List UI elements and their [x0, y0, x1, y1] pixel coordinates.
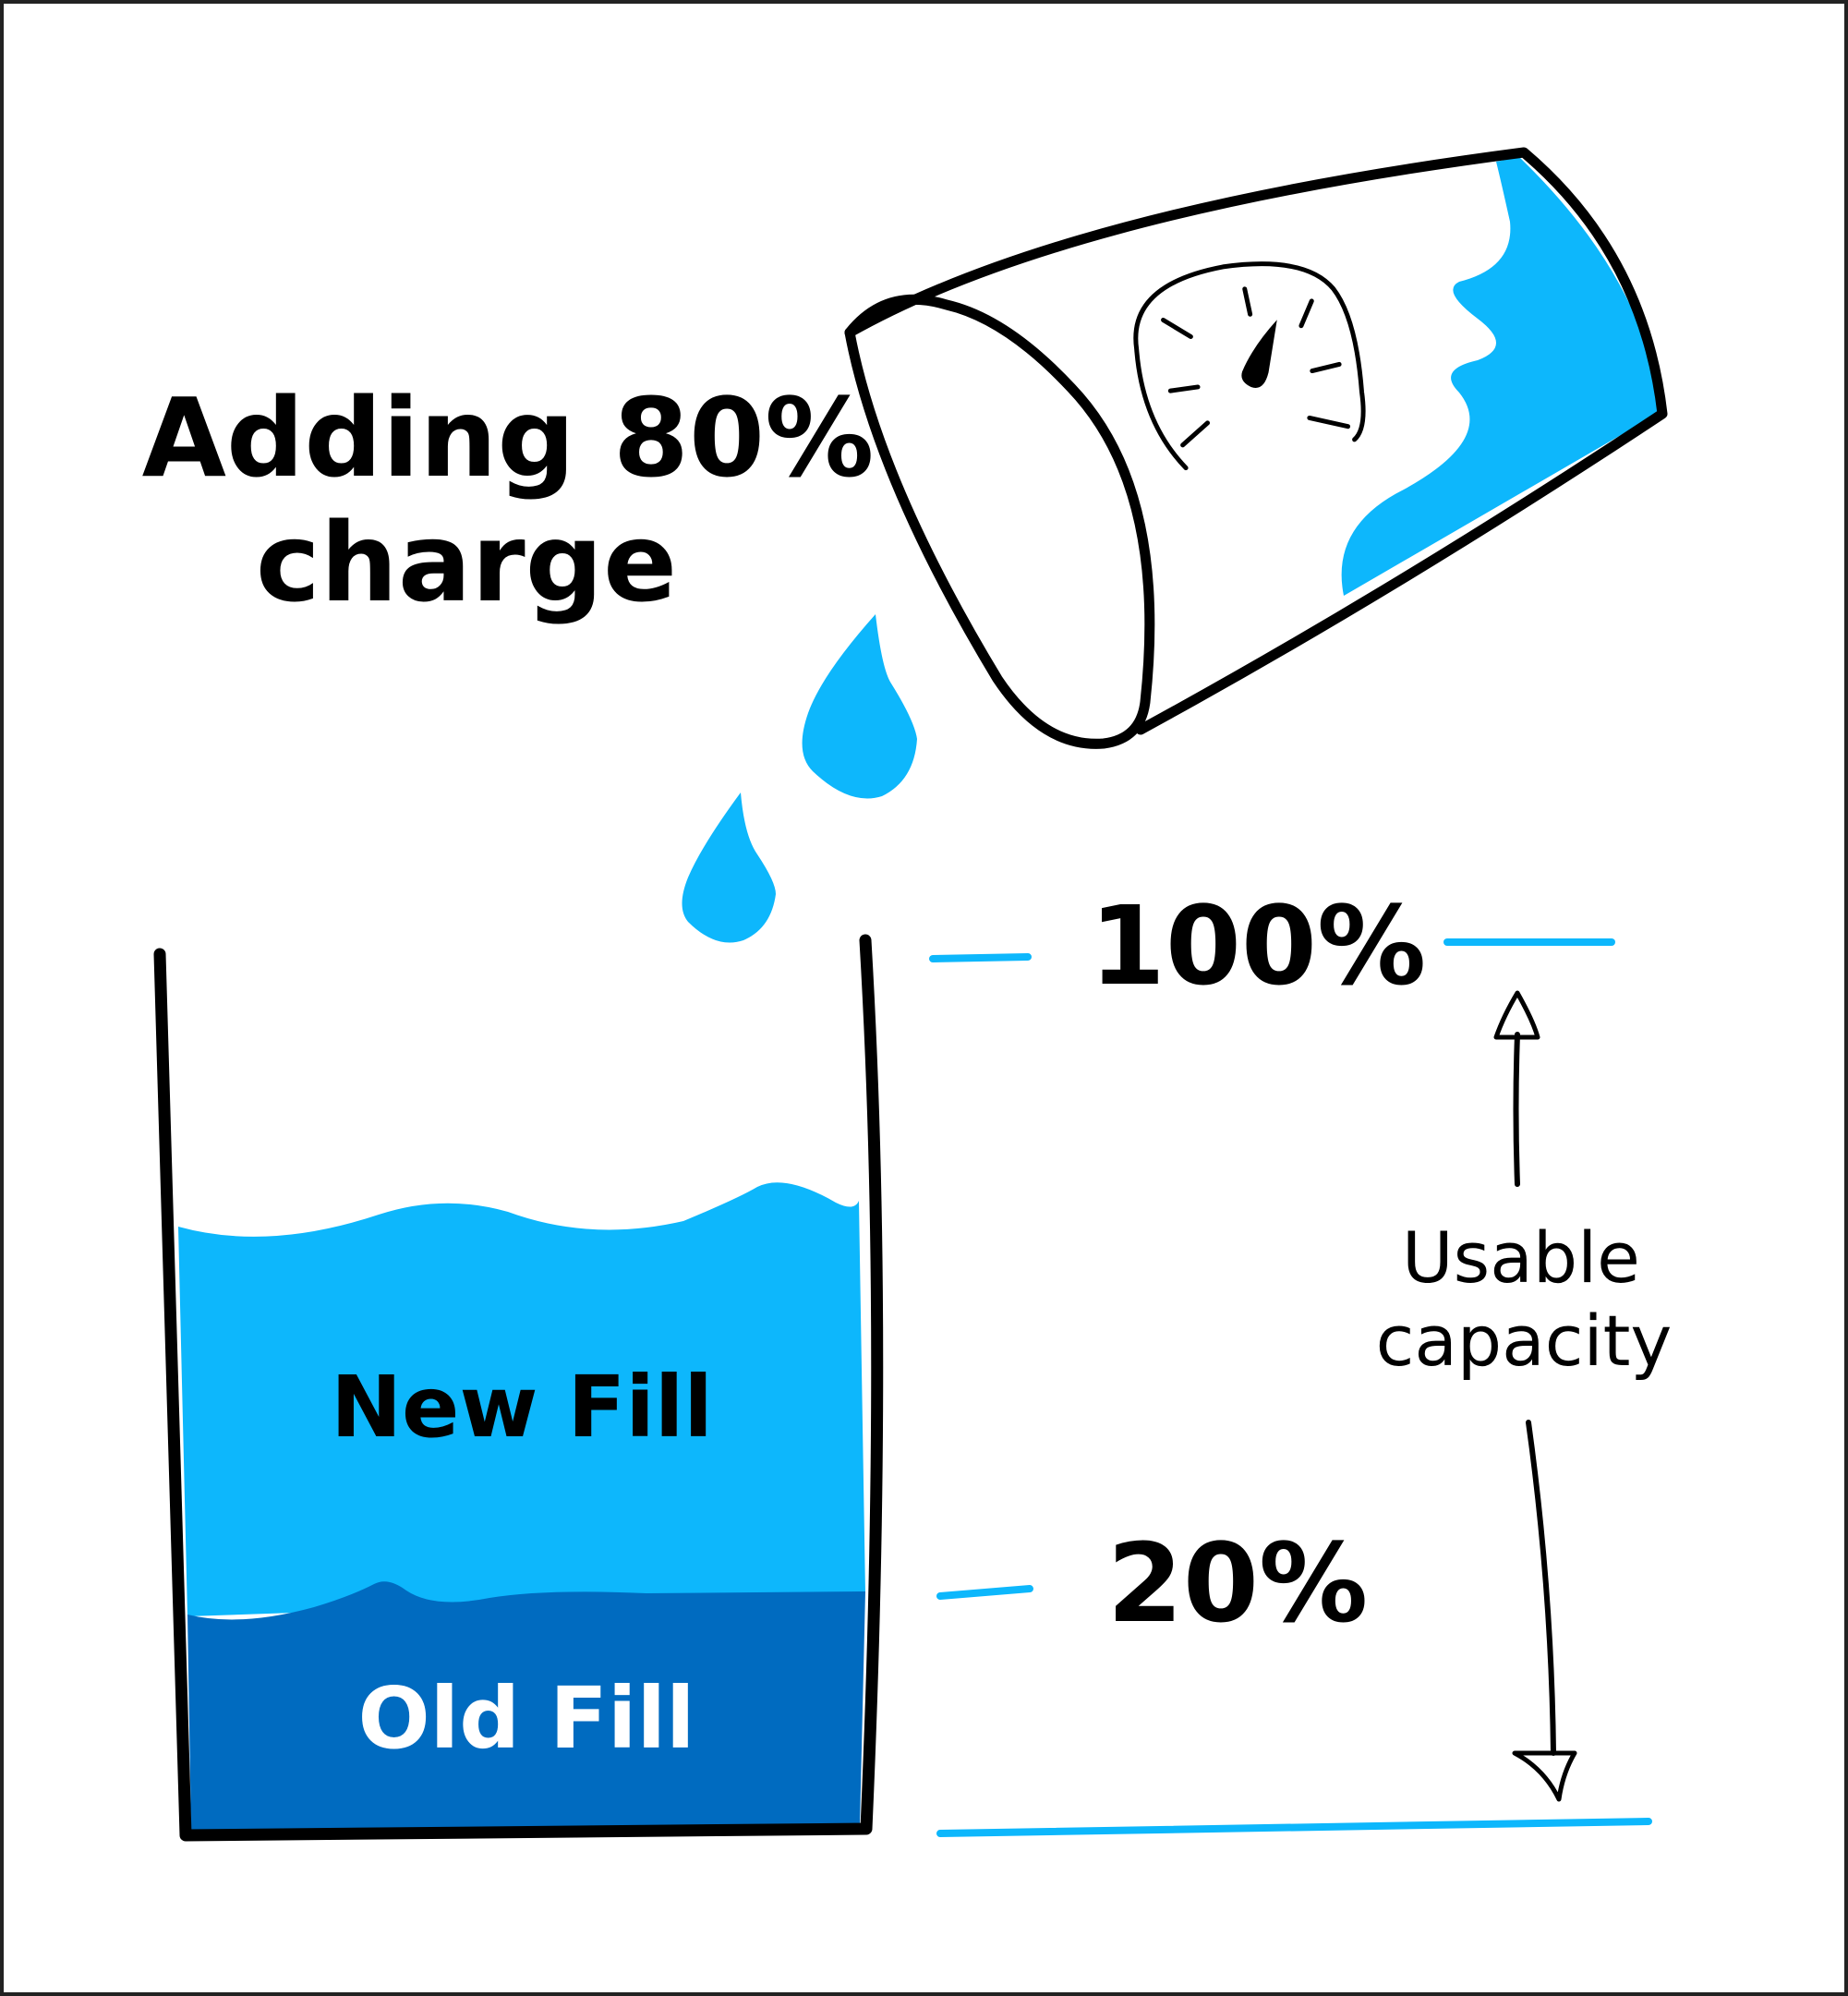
cup-water [1341, 157, 1662, 596]
level-100-tick-left [929, 953, 1032, 962]
level-100-label: 100% [1090, 882, 1427, 1010]
pouring-cup [844, 147, 1668, 749]
level-20-label: 20% [1107, 1519, 1368, 1647]
old-fill [187, 1581, 865, 1835]
new-fill-label: New Fill [331, 1358, 713, 1457]
battery-container: New Fill Old Fill [153, 934, 884, 1842]
usable-capacity-arrow-down [1512, 1420, 1577, 1802]
usable-capacity-arrow-up [1493, 990, 1540, 1187]
container-outline [153, 934, 884, 1842]
water-drop-lower [682, 792, 776, 943]
water-drop-upper [802, 614, 917, 799]
usable-capacity-line-1: Usable [1402, 1216, 1640, 1299]
level-20-tick-left [936, 1585, 1033, 1600]
new-fill [178, 1182, 865, 1616]
cup-body [844, 147, 1668, 735]
old-fill-label: Old Fill [357, 1669, 695, 1768]
title-line-2: charge [256, 499, 677, 626]
level-0-baseline [936, 1818, 1652, 1837]
title-line-1: Adding 80% [142, 374, 875, 502]
usable-capacity-line-2: capacity [1376, 1300, 1673, 1382]
gauge-icon [1133, 261, 1366, 471]
cup-rim [844, 294, 1155, 749]
